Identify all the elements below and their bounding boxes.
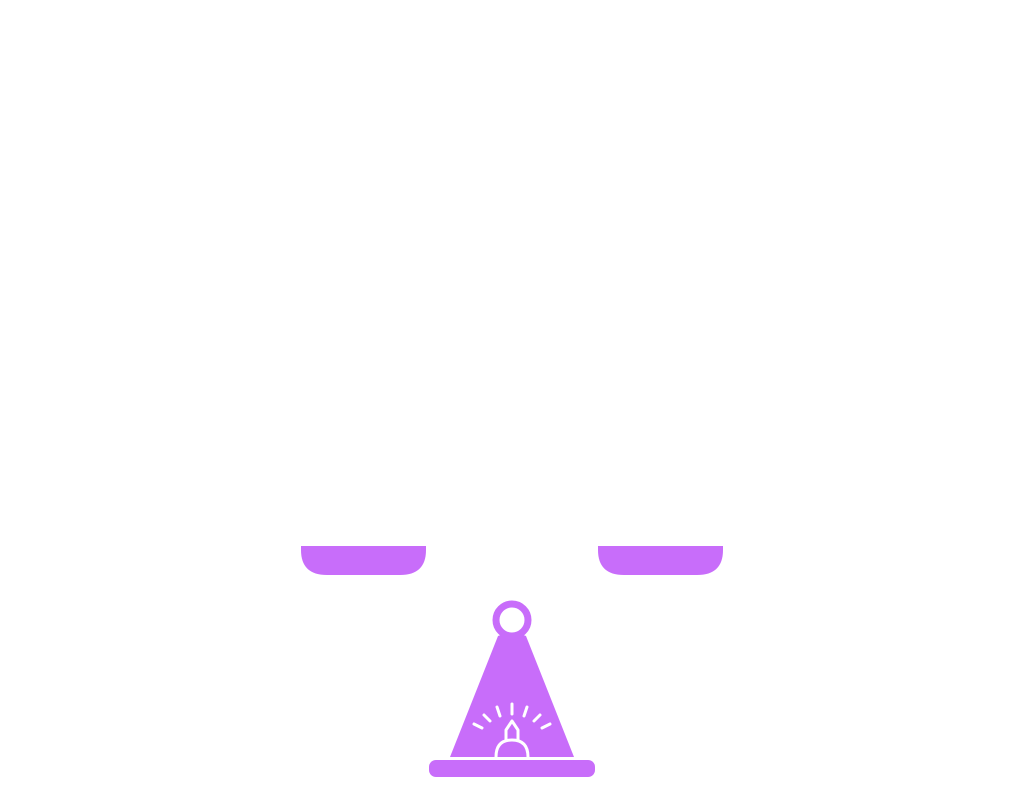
left-pan	[301, 546, 426, 575]
gauge-ticks	[472, 702, 552, 730]
stand-body	[450, 633, 574, 757]
base-plate	[429, 760, 595, 777]
pivot-ring	[492, 600, 532, 640]
right-pan	[598, 546, 723, 575]
gauge-dome	[494, 738, 530, 758]
gauge-needle	[504, 719, 520, 740]
